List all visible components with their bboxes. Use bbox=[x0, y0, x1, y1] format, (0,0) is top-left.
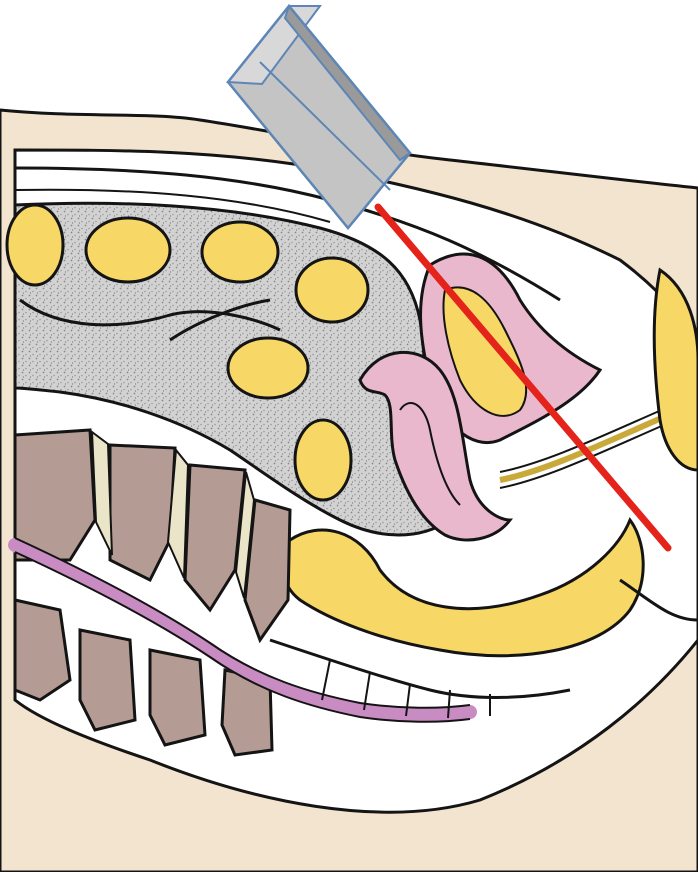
vertebra-1 bbox=[15, 430, 95, 560]
bowel-loop-4 bbox=[296, 258, 368, 322]
bowel-loop-3 bbox=[202, 222, 278, 282]
bowel-loop-6 bbox=[295, 420, 351, 500]
bowel-loop-5 bbox=[228, 338, 308, 398]
bowel-loop-2 bbox=[86, 218, 170, 282]
bowel-loop-1 bbox=[7, 205, 63, 285]
